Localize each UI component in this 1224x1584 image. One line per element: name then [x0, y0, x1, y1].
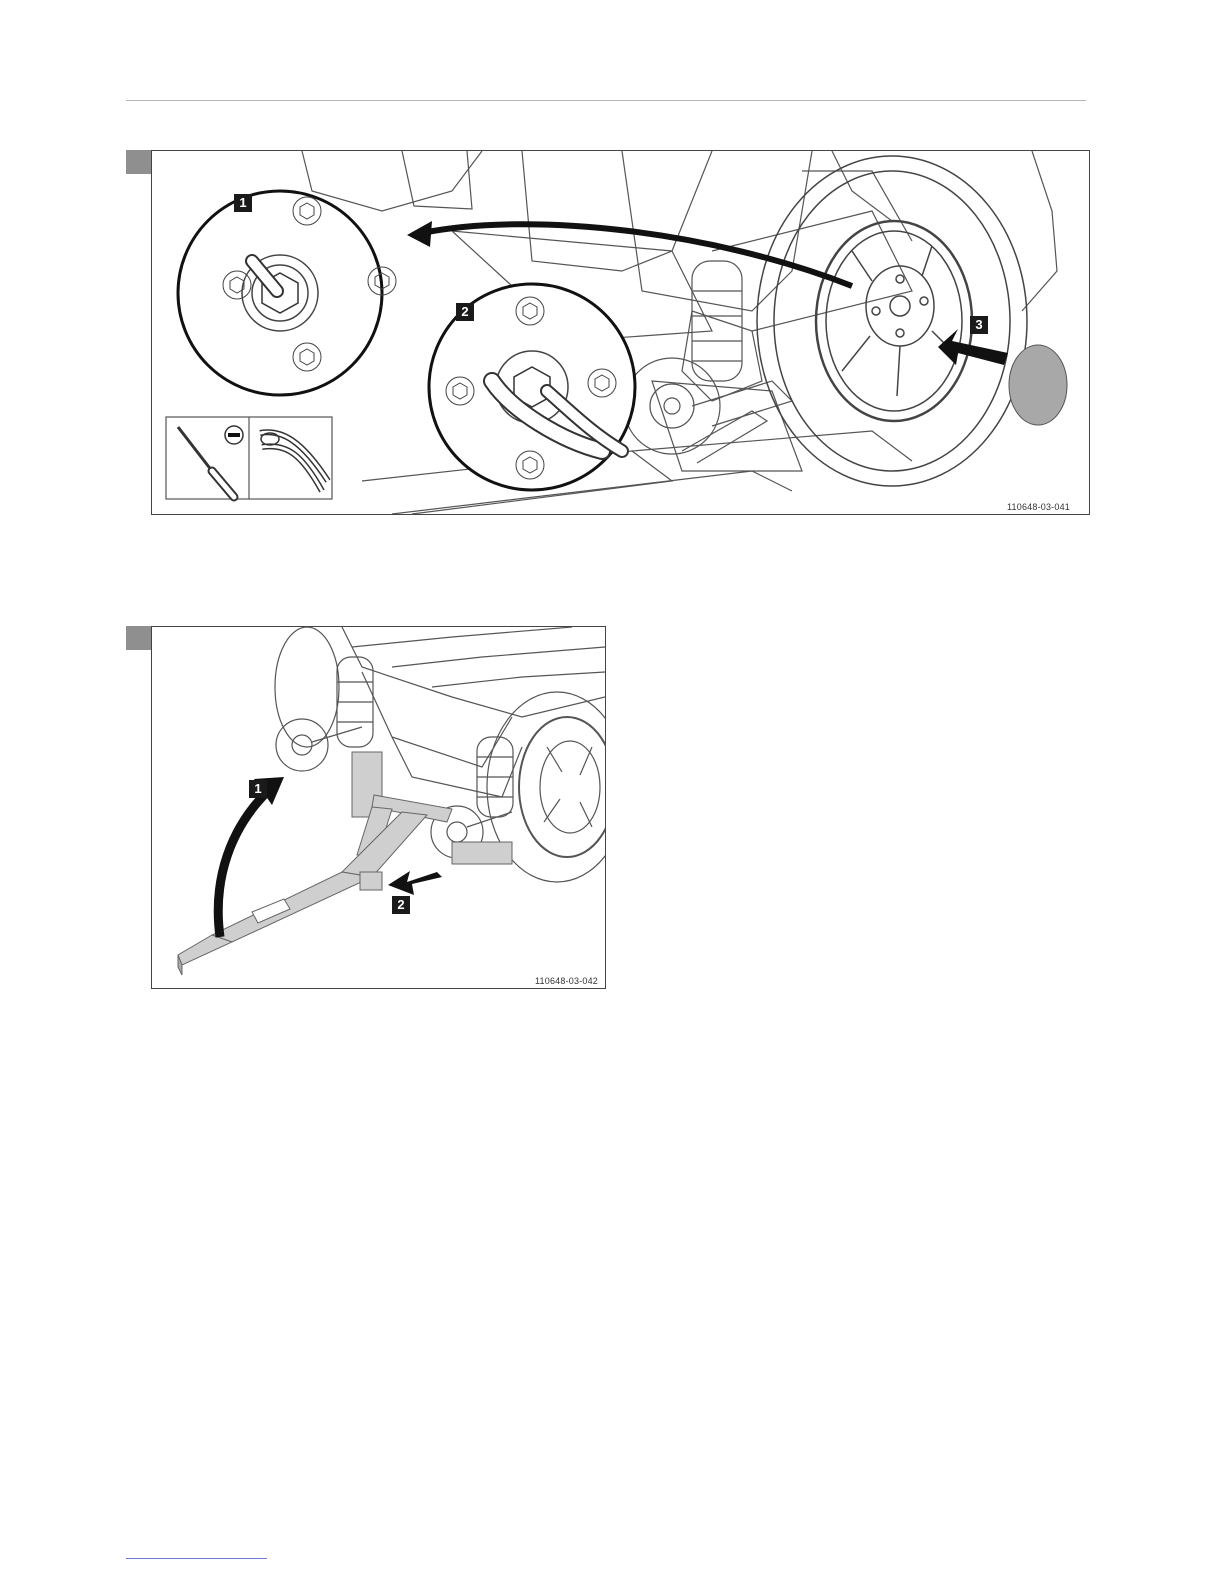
figure-2-callout-2: 2 — [392, 896, 410, 914]
footer-rule — [126, 1558, 267, 1559]
figure-1-callout-2: 2 — [456, 303, 474, 321]
figure-1-illustration — [152, 151, 1089, 514]
figure-2-image-id: 110648-03-042 — [535, 976, 598, 986]
minus-symbol — [225, 426, 243, 444]
figure-1-callout-1: 1 — [234, 194, 252, 212]
figure-2-callout-1: 1 — [249, 780, 267, 798]
figure-2-tab — [126, 626, 152, 650]
figure-1-callout-3: 3 — [970, 316, 988, 334]
tool-box — [166, 417, 332, 499]
header-rule — [126, 100, 1086, 101]
figure-2-illustration — [152, 627, 605, 988]
figure-2-lever-operation: 1 2 110648-03-042 — [151, 626, 606, 989]
figure-1-wheel-removal: 1 2 3 110648-03-041 — [151, 150, 1090, 515]
figure-1-image-id: 110648-03-041 — [1007, 502, 1070, 512]
figure-1-tab — [126, 150, 152, 174]
